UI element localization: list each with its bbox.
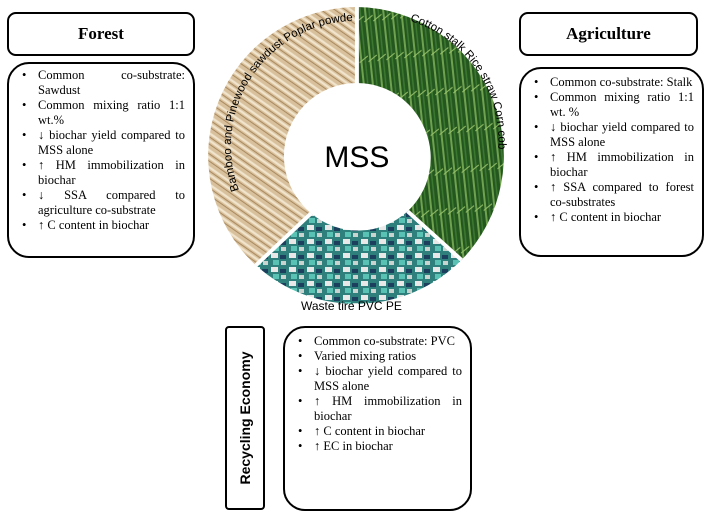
list-item: Common mixing ratio 1:1 wt. % xyxy=(530,90,694,120)
agriculture-info-box: Common co-substrate: Stalk Common mixing… xyxy=(519,67,704,257)
agriculture-list: Common co-substrate: Stalk Common mixing… xyxy=(530,75,694,225)
segment-divider xyxy=(406,209,463,262)
agriculture-title: Agriculture xyxy=(566,24,651,43)
list-item: ↑ EC in biochar xyxy=(294,439,462,454)
list-item: Varied mixing ratios xyxy=(294,349,462,364)
forest-list: Common co-substrate: Sawdust Common mixi… xyxy=(18,68,185,233)
forest-title: Forest xyxy=(78,24,124,43)
recycling-ring-label: Waste tire PVC PE xyxy=(301,299,402,313)
list-item: ↑ SSA compared to forest co-substrates xyxy=(530,180,694,210)
forest-title-box: Forest xyxy=(7,12,195,56)
list-item: ↓ SSA compared to agriculture co-substra… xyxy=(18,188,185,218)
list-item: ↑ C content in biochar xyxy=(530,210,694,225)
center-disk xyxy=(283,83,430,229)
agriculture-title-box: Agriculture xyxy=(519,12,698,56)
center-label: MSS xyxy=(324,141,389,174)
recycling-title: Recycling Economy xyxy=(237,351,253,485)
list-item: ↑ C content in biochar xyxy=(294,424,462,439)
list-item: Common mixing ratio 1:1 wt.% xyxy=(18,98,185,128)
recycling-title-box: Recycling Economy xyxy=(225,326,265,510)
list-item: Common co-substrate: PVC xyxy=(294,334,462,349)
agriculture-segment xyxy=(356,7,504,260)
list-item: ↑ HM immobilization in biochar xyxy=(530,150,694,180)
list-item: ↑ HM immobilization in biochar xyxy=(294,394,462,424)
list-item: Common co-substrate: Sawdust xyxy=(18,68,185,98)
list-item: ↑ C content in biochar xyxy=(18,218,185,233)
forest-info-box: Common co-substrate: Sawdust Common mixi… xyxy=(7,62,195,258)
recycling-segment xyxy=(255,211,462,304)
list-item: ↓ biochar yield compared to MSS alone xyxy=(294,364,462,394)
recycling-list: Common co-substrate: PVC Varied mixing r… xyxy=(294,334,462,454)
list-item: ↓ biochar yield compared to MSS alone xyxy=(18,128,185,158)
list-item: Common co-substrate: Stalk xyxy=(530,75,694,90)
forest-segment xyxy=(208,7,357,266)
segment-divider xyxy=(254,211,313,267)
recycling-info-box: Common co-substrate: PVC Varied mixing r… xyxy=(283,326,472,511)
list-item: ↑ HM immobilization in biochar xyxy=(18,158,185,188)
list-item: ↓ biochar yield compared to MSS alone xyxy=(530,120,694,150)
